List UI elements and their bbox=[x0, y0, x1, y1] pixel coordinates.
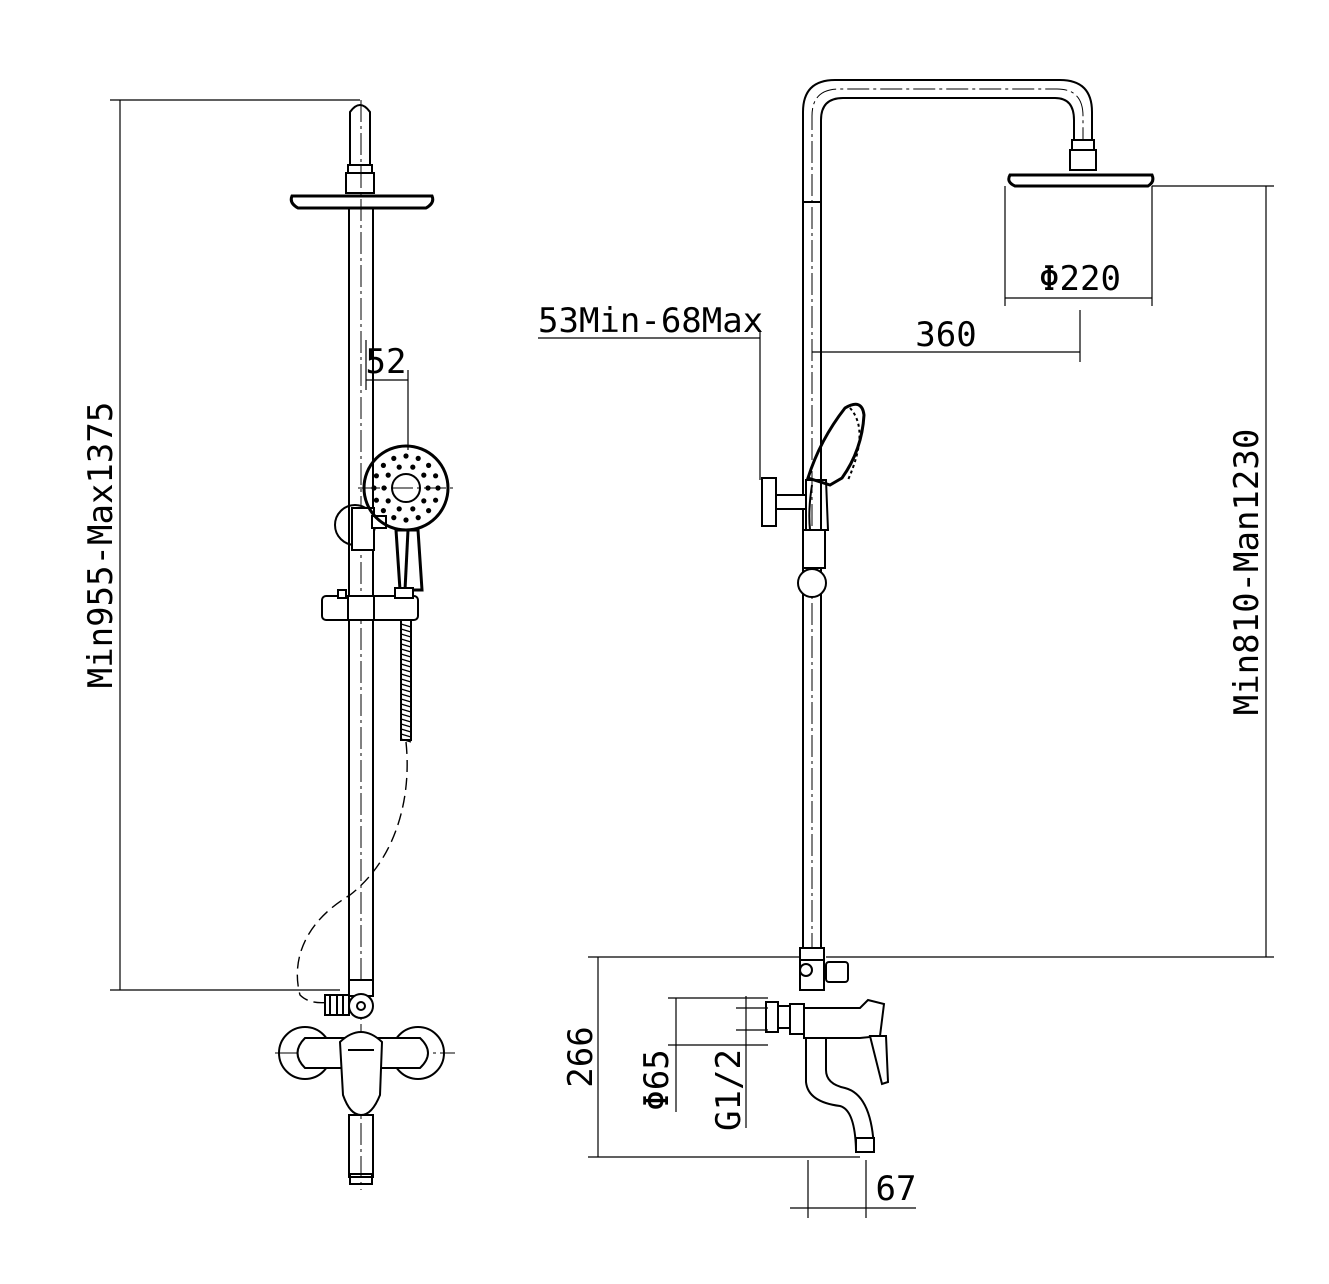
side-holder-clip bbox=[805, 479, 830, 531]
side-mixer-nut bbox=[789, 1003, 805, 1035]
nozzle-dot bbox=[380, 462, 386, 468]
side-wall-plate bbox=[761, 477, 777, 527]
nozzle-dot bbox=[421, 472, 427, 478]
front-slider-screw bbox=[337, 589, 347, 599]
nozzle-dot bbox=[385, 498, 391, 504]
nozzle-dot bbox=[433, 473, 439, 479]
dim-spout-offset: 67 bbox=[876, 1169, 917, 1209]
side-mixer-lever bbox=[868, 1035, 890, 1086]
side-lower-nut bbox=[799, 947, 825, 961]
side-spout-aerator bbox=[855, 1137, 875, 1153]
hose-hatch-line bbox=[400, 648, 412, 653]
side-diverter-knob bbox=[825, 961, 849, 983]
side-hand-handle bbox=[808, 484, 813, 531]
front-nut-upper bbox=[347, 164, 373, 174]
front-hand-shower-nozzles bbox=[371, 453, 441, 523]
nozzle-dot bbox=[396, 464, 402, 470]
nozzle-dot bbox=[391, 455, 397, 461]
dim-total-height: Min955-Max1375 bbox=[81, 402, 121, 689]
side-hand-shower bbox=[806, 402, 866, 487]
nozzle-dot bbox=[373, 473, 379, 479]
hose-hatch-line bbox=[400, 653, 412, 658]
nozzle-dot bbox=[415, 515, 421, 521]
hose-hatch-line bbox=[400, 628, 412, 633]
hose-hatch-line bbox=[400, 658, 412, 663]
hose-hatch-line bbox=[400, 688, 412, 693]
hose-hatch-line bbox=[400, 678, 412, 683]
hose-hatch-line bbox=[400, 683, 412, 688]
hose-hatch-line bbox=[400, 623, 412, 628]
side-spout bbox=[805, 1038, 876, 1151]
hose-hatch-line bbox=[400, 673, 412, 678]
dim-arm-length: 360 bbox=[915, 315, 976, 355]
hose-hatch-line bbox=[400, 698, 412, 703]
hose-hatch-line bbox=[400, 693, 412, 698]
front-view: Min955-Max1375 52 bbox=[81, 99, 455, 1190]
side-head-nut-top bbox=[1071, 139, 1095, 151]
front-slider-bracket bbox=[321, 595, 419, 621]
dim-head-height: Min810-Man1230 bbox=[1227, 429, 1267, 716]
side-eccentric bbox=[765, 1001, 779, 1033]
dim-head-diameter: Φ220 bbox=[1039, 259, 1121, 299]
dim-mixer-height: 266 bbox=[561, 1026, 601, 1087]
nozzle-dot bbox=[426, 462, 432, 468]
side-pipe-centerline bbox=[811, 88, 1084, 955]
hose-hatch-line bbox=[400, 703, 412, 708]
side-bracket-arm bbox=[775, 494, 807, 510]
front-hose-hatch bbox=[400, 623, 412, 743]
hose-hatch-line bbox=[400, 633, 412, 638]
side-shower-head bbox=[1007, 173, 1155, 188]
front-mixer-lever bbox=[338, 1031, 384, 1117]
front-holder-block bbox=[351, 507, 375, 551]
front-slider-lug bbox=[394, 587, 414, 599]
front-diverter bbox=[348, 993, 374, 1019]
front-spout bbox=[348, 1114, 374, 1178]
side-pipe-inner bbox=[820, 97, 1075, 955]
hose-hatch-line bbox=[400, 668, 412, 673]
nozzle-dot bbox=[385, 472, 391, 478]
hose-hatch-line bbox=[400, 643, 412, 648]
hose-hatch-line bbox=[400, 728, 412, 733]
nozzle-dot bbox=[380, 508, 386, 514]
nozzle-dot bbox=[410, 506, 416, 512]
side-view: 53Min-68Max 360 Φ220 Min810-Man1230 266 … bbox=[538, 79, 1274, 1218]
hose-hatch-line bbox=[400, 708, 412, 713]
hose-hatch-line bbox=[400, 713, 412, 718]
nozzle-dot bbox=[403, 517, 409, 523]
nozzle-dot bbox=[396, 506, 402, 512]
nozzle-dot bbox=[410, 464, 416, 470]
side-pipe-outer bbox=[802, 79, 1093, 955]
hose-hatch-line bbox=[400, 638, 412, 643]
dim-thread: G1/2 bbox=[709, 1049, 749, 1131]
front-hose-hidden-route bbox=[296, 741, 408, 1004]
hose-hatch-line bbox=[400, 718, 412, 723]
dim-slider-offset: 52 bbox=[366, 342, 407, 382]
dim-escutcheon: Φ65 bbox=[637, 1049, 677, 1110]
front-handle-ridge bbox=[403, 529, 410, 591]
side-holder-knob bbox=[797, 568, 827, 598]
side-head-nut bbox=[1069, 149, 1097, 171]
hose-hatch-line bbox=[400, 738, 412, 743]
nozzle-dot bbox=[415, 455, 421, 461]
front-top-pipe bbox=[349, 104, 371, 165]
front-shower-head bbox=[289, 194, 435, 210]
hose-hatch-line bbox=[400, 733, 412, 738]
hose-hatch-line bbox=[400, 723, 412, 728]
nozzle-dot bbox=[403, 453, 409, 459]
nozzle-dot bbox=[421, 498, 427, 504]
side-hand-nozzles bbox=[847, 407, 861, 481]
hose-hatch-line bbox=[400, 663, 412, 668]
front-spout-tip bbox=[349, 1173, 373, 1185]
dim-wall-distance: 53Min-68Max bbox=[538, 301, 763, 341]
nozzle-dot bbox=[391, 515, 397, 521]
side-holder-body bbox=[802, 529, 826, 569]
nozzle-dot bbox=[373, 497, 379, 503]
front-hand-shower-handle bbox=[394, 528, 424, 592]
front-nut bbox=[345, 172, 375, 194]
nozzle-dot bbox=[426, 508, 432, 514]
side-mixer-body bbox=[803, 998, 886, 1039]
nozzle-dot bbox=[433, 497, 439, 503]
